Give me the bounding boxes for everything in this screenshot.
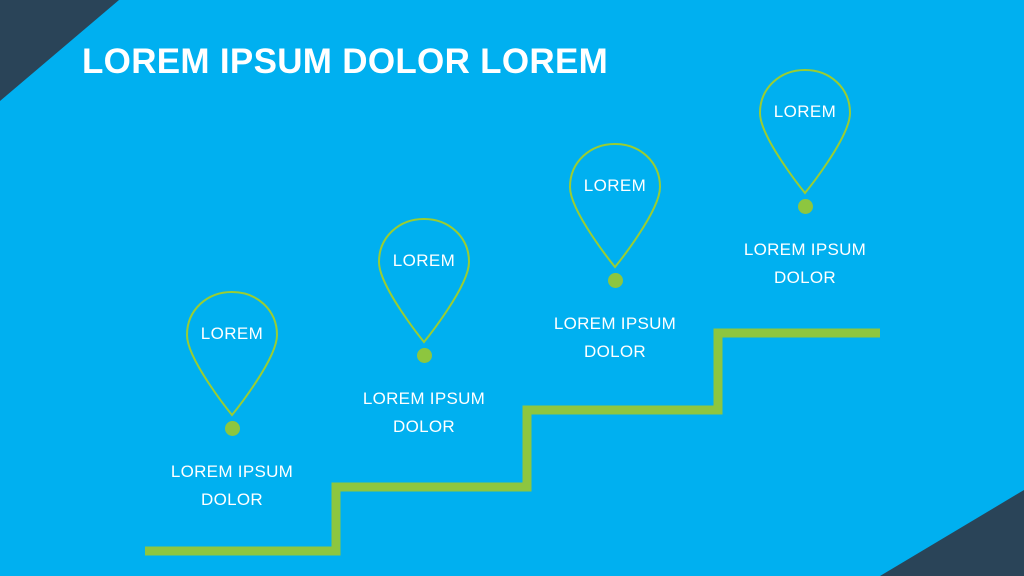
balloon-label-4: LOREM xyxy=(773,102,837,121)
pin-dot-4 xyxy=(797,199,813,214)
pin-caption-4: LOREM IPSUM DOLOR xyxy=(695,236,915,292)
pin-caption-line1-1: LOREM IPSUM xyxy=(170,462,294,481)
balloon-outline-icon-1: LOREM xyxy=(177,288,287,418)
pin-dot-2 xyxy=(416,348,432,363)
pin-group-4[interactable]: LOREM LOREM IPSUM DOLOR xyxy=(695,66,915,292)
pin-caption-line2-3: DOLOR xyxy=(584,342,646,361)
pin-caption-line2-2: DOLOR xyxy=(393,417,455,436)
pin-group-1[interactable]: LOREM LOREM IPSUM DOLOR xyxy=(122,288,342,514)
pin-caption-line2-4: DOLOR xyxy=(774,268,836,287)
balloon-label-1: LOREM xyxy=(200,324,264,343)
balloon-label-3: LOREM xyxy=(583,176,647,195)
balloon-label-2: LOREM xyxy=(392,251,456,270)
pin-caption-line1-4: LOREM IPSUM xyxy=(743,240,867,259)
pin-caption-line2-1: DOLOR xyxy=(201,490,263,509)
pin-dot-3 xyxy=(607,273,623,288)
pin-caption-1: LOREM IPSUM DOLOR xyxy=(122,458,342,514)
pin-caption-3: LOREM IPSUM DOLOR xyxy=(505,310,725,366)
pin-group-2[interactable]: LOREM LOREM IPSUM DOLOR xyxy=(314,215,534,441)
pin-caption-2: LOREM IPSUM DOLOR xyxy=(314,385,534,441)
balloon-outline-icon-4: LOREM xyxy=(750,66,860,196)
pin-caption-line1-3: LOREM IPSUM xyxy=(553,314,677,333)
corner-decoration-bottom-right xyxy=(880,490,1024,576)
page-title: LOREM IPSUM DOLOR LOREM xyxy=(82,42,609,81)
pin-caption-line1-2: LOREM IPSUM xyxy=(362,389,486,408)
pin-dot-1 xyxy=(224,421,240,436)
pin-group-3[interactable]: LOREM LOREM IPSUM DOLOR xyxy=(505,140,725,366)
balloon-outline-icon-3: LOREM xyxy=(560,140,670,270)
balloon-outline-icon-2: LOREM xyxy=(369,215,479,345)
